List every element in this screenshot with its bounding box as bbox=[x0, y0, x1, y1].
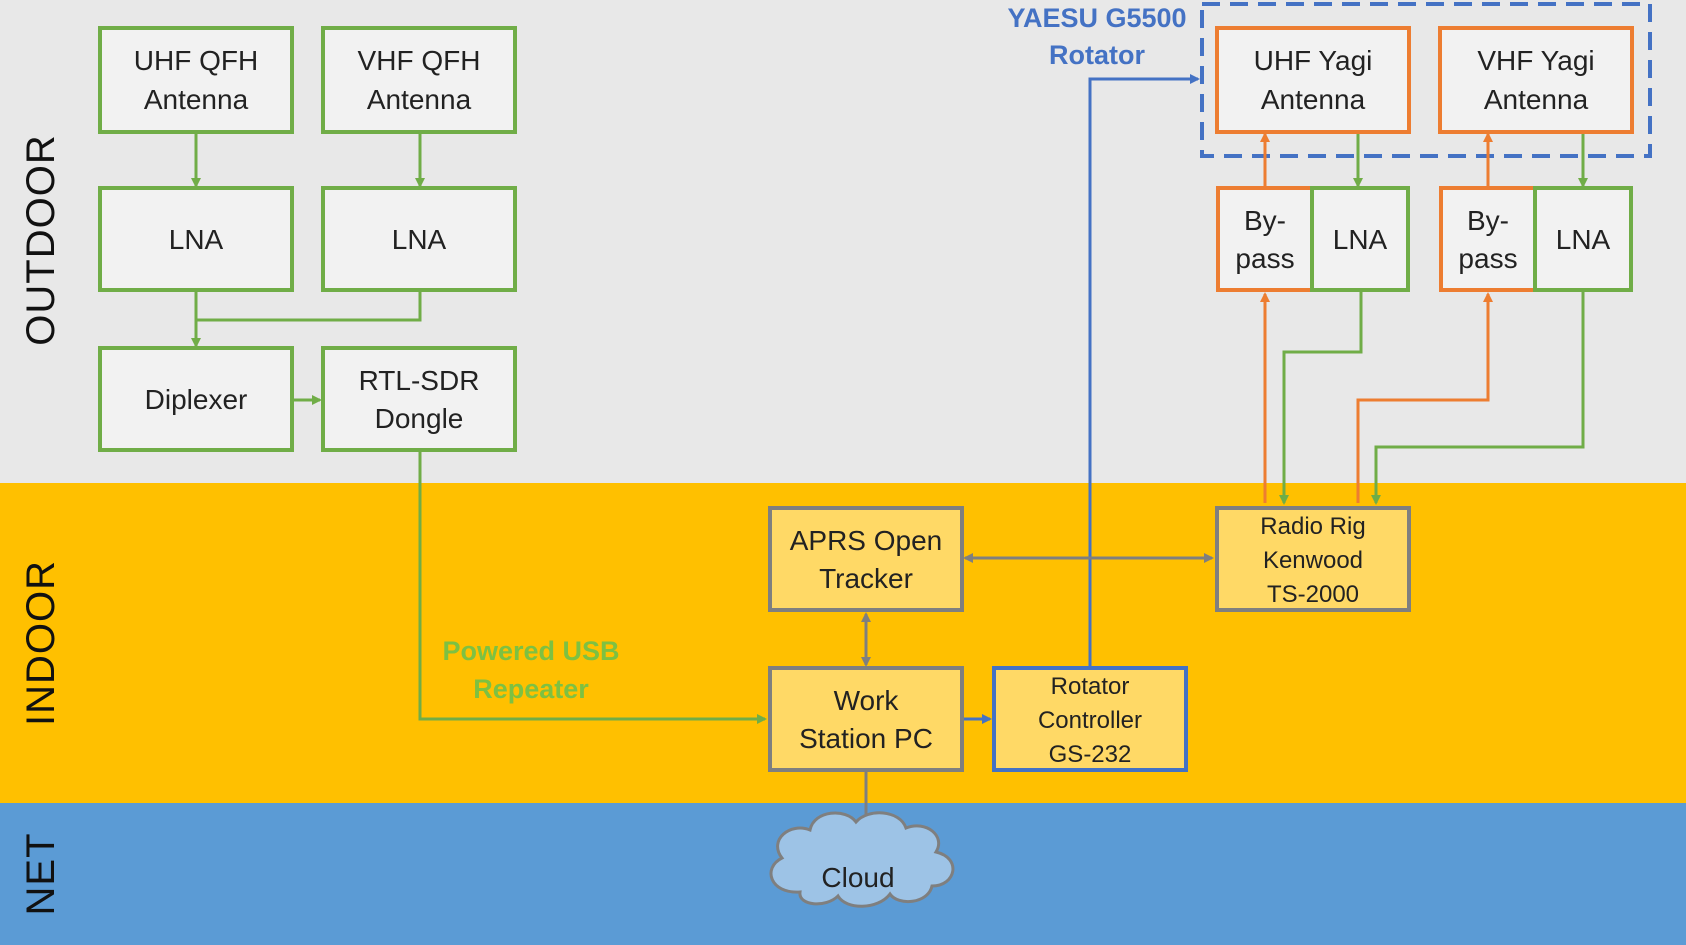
box-lna-uhf-yagi-label: LNA bbox=[1333, 224, 1388, 255]
box-rtl-sdr-line1: RTL-SDR bbox=[359, 365, 480, 396]
box-bypass-uhf-line1: By- bbox=[1244, 205, 1286, 236]
connector-vhf-lna-merge bbox=[196, 292, 422, 322]
box-lna-uhf-qfh-label: LNA bbox=[169, 224, 224, 255]
connector-uhf-lna-to-rig bbox=[1279, 292, 1363, 505]
box-workstation-line2: Station PC bbox=[799, 723, 933, 754]
connectors bbox=[191, 74, 1588, 830]
box-aprs-line2: Tracker bbox=[819, 563, 913, 594]
box-vhf-qfh-antenna: VHF QFH Antenna bbox=[321, 26, 517, 134]
rotator-note-line2: Rotator bbox=[1049, 40, 1145, 70]
box-lna-vhf-qfh-label: LNA bbox=[392, 224, 447, 255]
box-rotator-controller-line2: Controller bbox=[1038, 707, 1142, 734]
cloud-label: Cloud bbox=[821, 862, 894, 893]
box-diplexer-label: Diplexer bbox=[145, 384, 248, 415]
box-workstation-pc: Work Station PC bbox=[768, 666, 964, 772]
box-bypass-vhf: By- pass bbox=[1439, 186, 1537, 292]
rotator-note-line1: YAESU G5500 bbox=[1007, 3, 1186, 33]
connector-controller-to-rotator bbox=[1088, 74, 1200, 666]
box-aprs-open-tracker: APRS Open Tracker bbox=[768, 506, 964, 612]
box-lna-vhf-qfh: LNA bbox=[321, 186, 517, 292]
connector-vhf-lna-to-rig bbox=[1371, 292, 1585, 505]
box-bypass-vhf-line2: pass bbox=[1458, 243, 1517, 274]
box-lna-vhf-yagi-label: LNA bbox=[1556, 224, 1611, 255]
box-lna-uhf-qfh: LNA bbox=[98, 186, 294, 292]
box-workstation-line1: Work bbox=[834, 685, 900, 716]
box-uhf-qfh-line1: UHF QFH bbox=[134, 45, 258, 76]
box-rotator-controller-line3: GS-232 bbox=[1049, 741, 1132, 768]
box-bypass-vhf-line1: By- bbox=[1467, 205, 1509, 236]
box-bypass-uhf: By- pass bbox=[1216, 186, 1314, 292]
zone-label-net: NET bbox=[19, 833, 63, 916]
connector-rig-to-vhf-bypass bbox=[1356, 292, 1493, 503]
box-vhf-qfh-line2: Antenna bbox=[367, 84, 472, 115]
connector-rtl-to-workstation bbox=[418, 451, 767, 724]
box-radio-rig-line3: TS-2000 bbox=[1267, 581, 1359, 608]
usb-repeater-note-line2: Repeater bbox=[473, 674, 589, 704]
box-aprs-line1: APRS Open bbox=[790, 525, 943, 556]
box-bypass-uhf-line2: pass bbox=[1235, 243, 1294, 274]
rotator-group-outline bbox=[1200, 2, 1652, 158]
box-lna-uhf-yagi: LNA bbox=[1310, 186, 1410, 292]
box-vhf-qfh-line1: VHF QFH bbox=[358, 45, 481, 76]
box-rtl-sdr-dongle: RTL-SDR Dongle bbox=[321, 346, 517, 452]
box-vhf-yagi-antenna: VHF Yagi Antenna bbox=[1438, 26, 1634, 134]
box-radio-rig-line2: Kenwood bbox=[1263, 547, 1363, 574]
zone-label-outdoor: OUTDOOR bbox=[19, 134, 63, 345]
zone-label-indoor: INDOOR bbox=[19, 560, 63, 726]
box-lna-vhf-yagi: LNA bbox=[1533, 186, 1633, 292]
box-rtl-sdr-line2: Dongle bbox=[375, 403, 464, 434]
box-uhf-qfh-antenna: UHF QFH Antenna bbox=[98, 26, 294, 134]
box-diplexer: Diplexer bbox=[98, 346, 294, 452]
box-uhf-qfh-line2: Antenna bbox=[144, 84, 249, 115]
box-uhf-yagi-line1: UHF Yagi bbox=[1254, 45, 1373, 76]
box-rotator-controller: Rotator Controller GS-232 bbox=[992, 666, 1188, 772]
usb-repeater-note-line1: Powered USB bbox=[442, 636, 619, 666]
box-uhf-yagi-line2: Antenna bbox=[1261, 84, 1366, 115]
box-vhf-yagi-line2: Antenna bbox=[1484, 84, 1589, 115]
box-radio-rig-line1: Radio Rig bbox=[1260, 513, 1365, 540]
box-radio-rig: Radio Rig Kenwood TS-2000 bbox=[1215, 506, 1411, 612]
cloud-shape: Cloud bbox=[769, 811, 955, 908]
box-vhf-yagi-line1: VHF Yagi bbox=[1477, 45, 1594, 76]
box-rotator-controller-line1: Rotator bbox=[1051, 673, 1130, 700]
box-uhf-yagi-antenna: UHF Yagi Antenna bbox=[1215, 26, 1411, 134]
